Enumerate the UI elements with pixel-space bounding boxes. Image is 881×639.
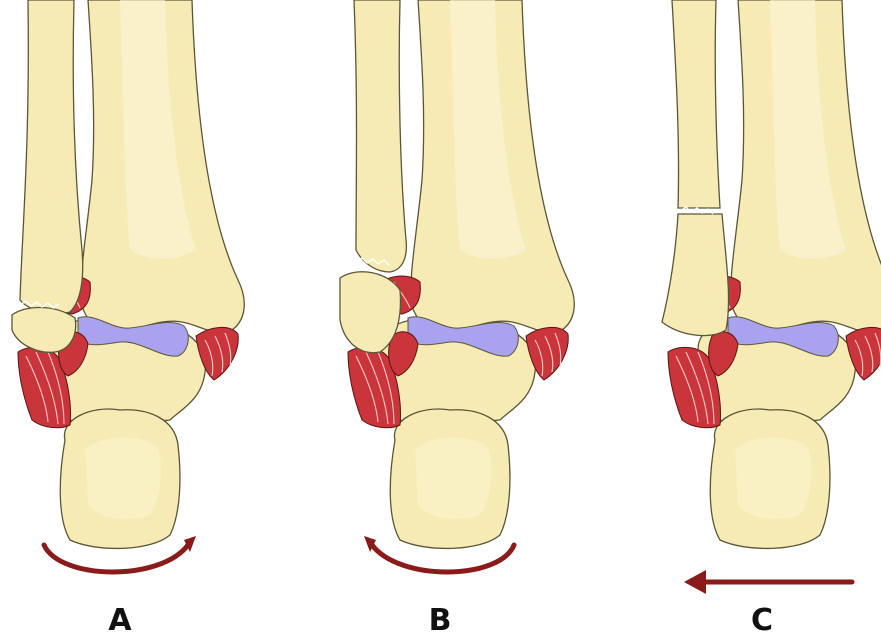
panel-label-b: B xyxy=(429,603,452,638)
fibula-b xyxy=(354,0,406,272)
fibula-c xyxy=(672,0,720,208)
panel-label-c: C xyxy=(751,603,773,638)
panel-c: C xyxy=(662,0,881,638)
fibula-fragment-a xyxy=(12,307,76,352)
fibula-fragment-b xyxy=(340,272,400,353)
fibula-fragment-c xyxy=(662,214,729,336)
arrowhead-c xyxy=(684,570,706,594)
fibula-a xyxy=(20,0,83,314)
panel-label-a: A xyxy=(108,603,132,638)
panel-b: B xyxy=(340,0,574,638)
panel-a: A xyxy=(12,0,244,638)
